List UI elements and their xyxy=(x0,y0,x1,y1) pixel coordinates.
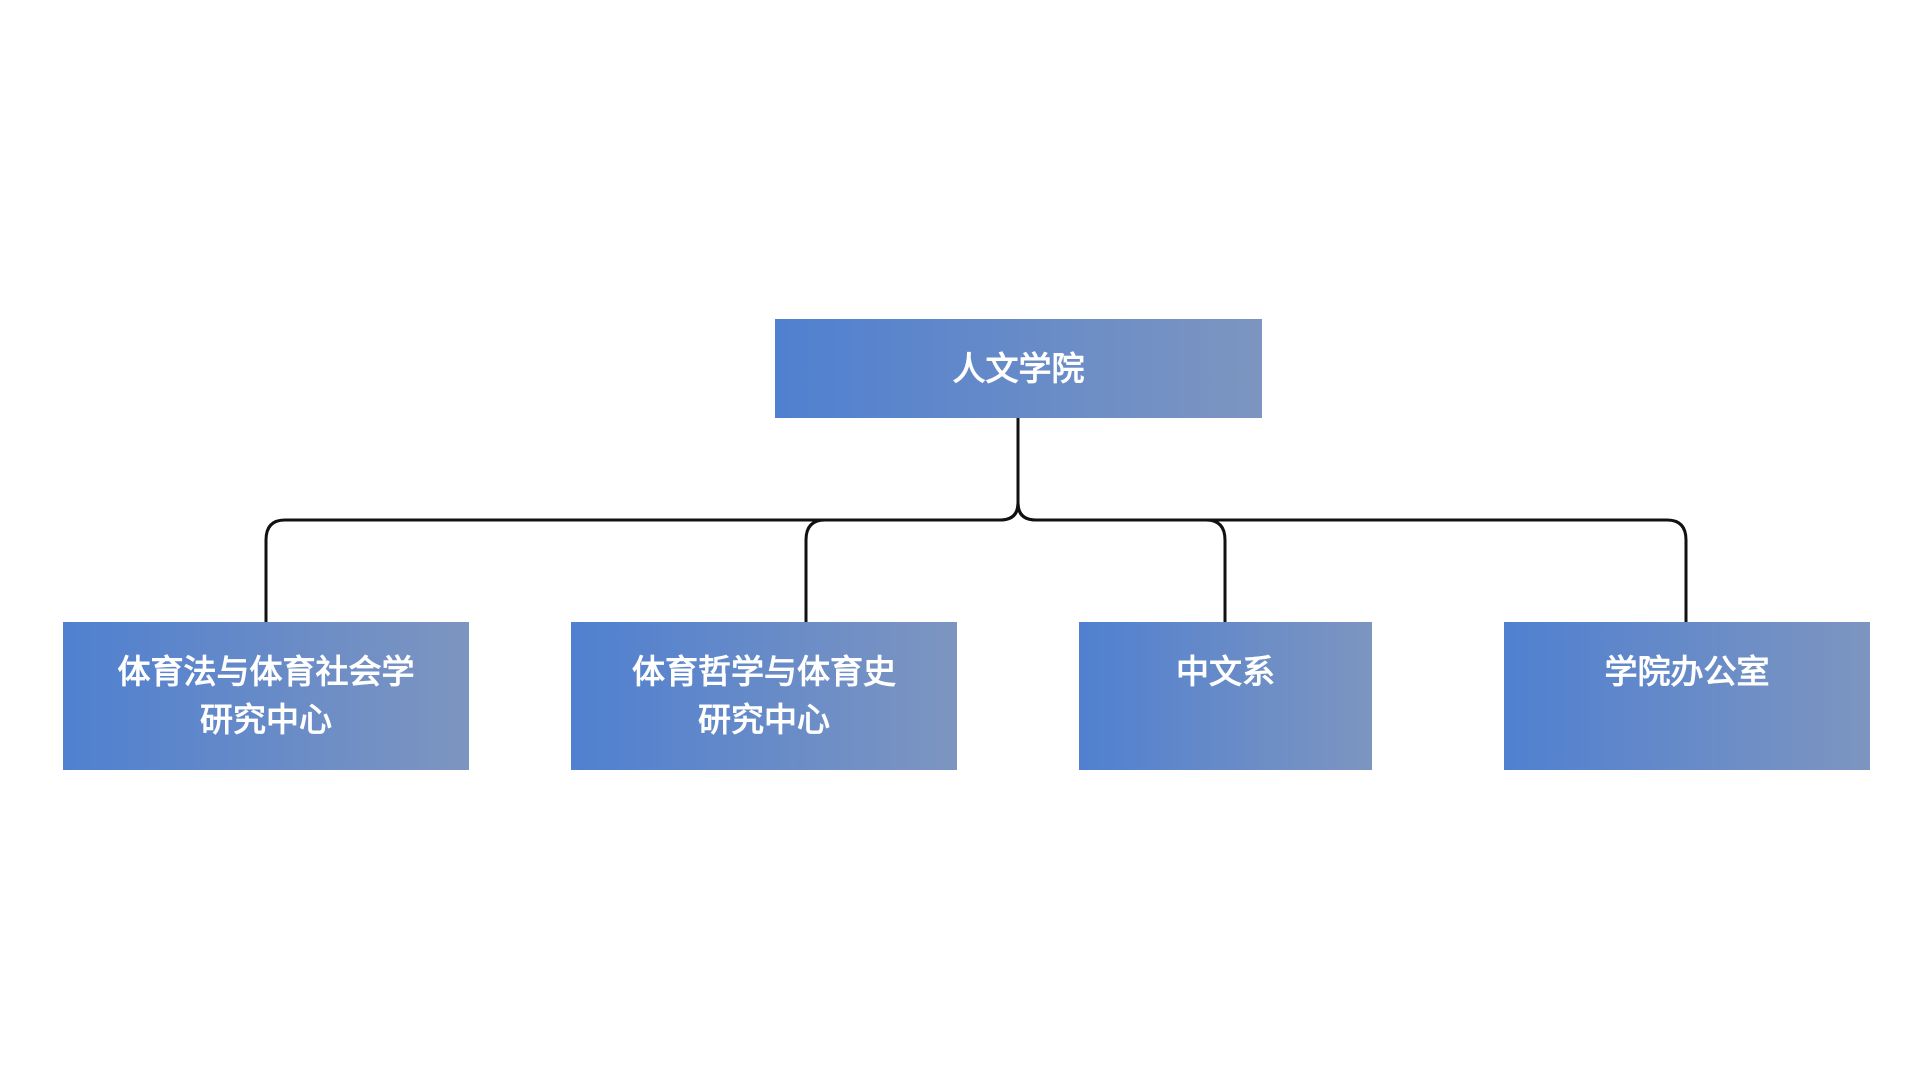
root-node: 人文学院 xyxy=(775,319,1262,418)
child-node-2: 体育哲学与体育史 研究中心 xyxy=(571,622,957,770)
connector-to-child-2 xyxy=(804,501,1020,624)
root-node-label: 人文学院 xyxy=(952,348,1085,388)
connector-to-child-4 xyxy=(1016,501,1688,624)
child-node-3: 中文系 xyxy=(1079,622,1372,770)
child-node-4-label: 学院办公室 xyxy=(1604,652,1770,691)
child-node-1-label: 体育法与体育社会学 研究中心 xyxy=(117,652,415,739)
child-node-2-label: 体育哲学与体育史 研究中心 xyxy=(632,652,896,739)
child-node-1: 体育法与体育社会学 研究中心 xyxy=(63,622,469,770)
child-node-4: 学院办公室 xyxy=(1504,622,1870,770)
child-node-3-label: 中文系 xyxy=(1176,652,1275,691)
